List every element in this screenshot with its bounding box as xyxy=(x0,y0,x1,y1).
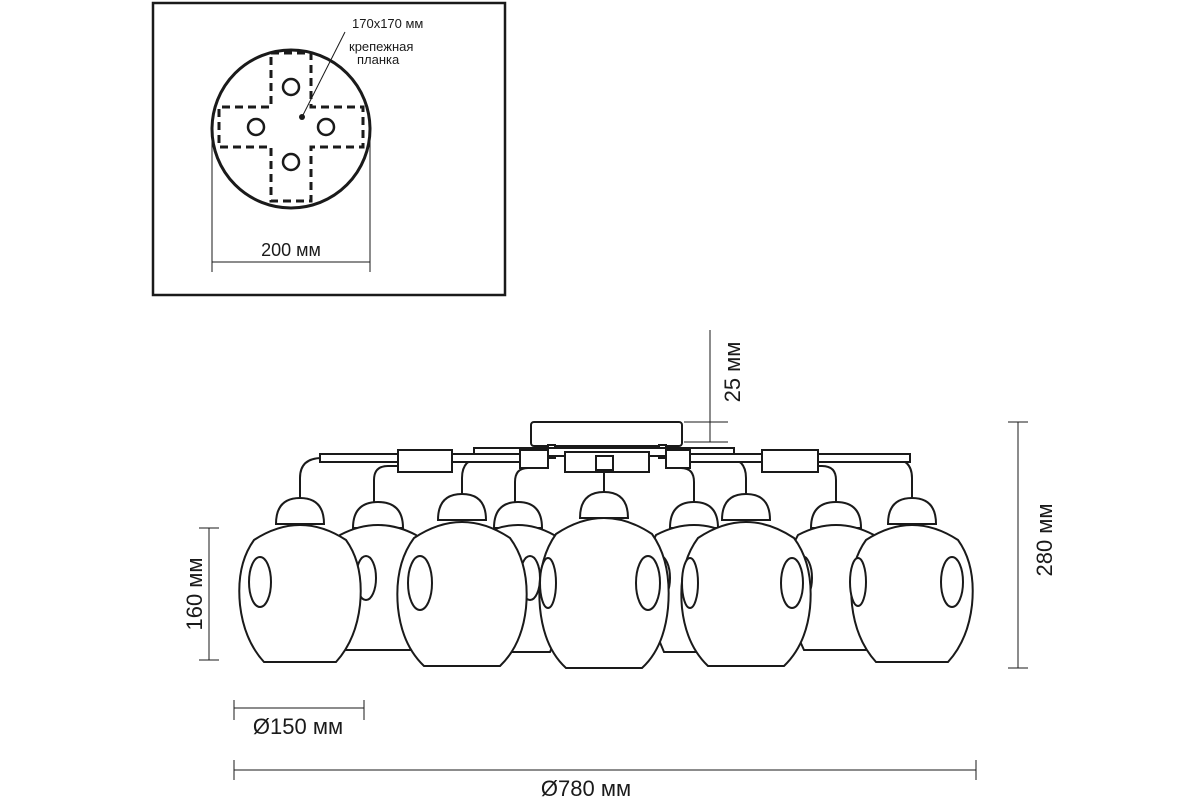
shade-cap xyxy=(809,500,863,529)
screw-hole-left xyxy=(246,117,266,137)
mount-plate-inset: 170x170 мм крепежная планка 200 мм xyxy=(151,1,507,297)
shade-front-4 xyxy=(680,492,812,667)
total-height-label: 280 мм xyxy=(1032,503,1057,576)
shade-glass xyxy=(538,517,670,669)
shade-cap xyxy=(274,496,326,525)
arm-right-4 xyxy=(666,467,695,505)
shade-highlight-left xyxy=(849,557,867,607)
shade-height-label: 160 мм xyxy=(182,557,207,630)
arm-far-left xyxy=(299,457,399,500)
ceiling-cup-circle xyxy=(210,48,372,210)
base-diameter-label: 200 мм xyxy=(261,240,321,260)
shade-cap xyxy=(720,492,772,521)
screw-hole-top xyxy=(281,77,301,97)
shade-highlight xyxy=(635,555,661,611)
shade-cap xyxy=(578,490,630,519)
arm-right-2 xyxy=(818,465,837,505)
shade-diameter-label: Ø150 мм xyxy=(253,714,343,739)
shade-cap xyxy=(668,500,720,529)
plate-label-line2: планка xyxy=(357,52,400,67)
ceiling-canopy xyxy=(530,421,683,447)
screw-hole-bottom xyxy=(281,152,301,172)
arm-joint-center-right xyxy=(665,449,691,469)
frame-hub-cap xyxy=(595,455,614,471)
arm-joint-center-left xyxy=(519,449,549,469)
chandelier-side-view xyxy=(238,421,974,669)
shade-highlight-left xyxy=(681,557,699,609)
inset-frame xyxy=(151,1,507,297)
shade-glass xyxy=(680,521,812,667)
shade-cap xyxy=(886,496,938,525)
shade-highlight xyxy=(940,556,964,608)
shade-front-3 xyxy=(538,490,670,669)
overall-diameter-label: Ø780 мм xyxy=(541,776,631,800)
shade-highlight xyxy=(407,555,433,611)
plate-size-label: 170x170 мм xyxy=(352,16,423,31)
arm-left-4 xyxy=(514,467,548,505)
shade-highlight-left xyxy=(539,557,557,609)
screw-hole-right xyxy=(316,117,336,137)
shade-highlight xyxy=(248,556,272,608)
stem-height-label: 25 мм xyxy=(720,342,745,403)
shade-glass xyxy=(396,521,528,667)
shade-front-2 xyxy=(396,492,528,667)
shade-front-1 xyxy=(238,496,362,663)
shade-glass xyxy=(238,524,362,663)
plate-leader-line xyxy=(301,31,346,118)
shade-cap xyxy=(351,500,405,529)
plate-label-line1: крепежная xyxy=(349,39,413,54)
arm-joint-left xyxy=(397,449,453,473)
shade-cap xyxy=(492,500,544,529)
shade-highlight xyxy=(780,557,804,609)
arm-left-2 xyxy=(373,465,399,505)
arm-right-3 xyxy=(690,457,747,497)
shade-cap xyxy=(436,492,488,521)
arm-far-right xyxy=(818,457,913,500)
dimension-lines xyxy=(199,330,1028,780)
shade-front-5 xyxy=(849,496,974,663)
arm-left-3 xyxy=(461,457,520,497)
mounting-bracket-cross xyxy=(217,51,365,203)
arm-joint-right xyxy=(761,449,819,473)
